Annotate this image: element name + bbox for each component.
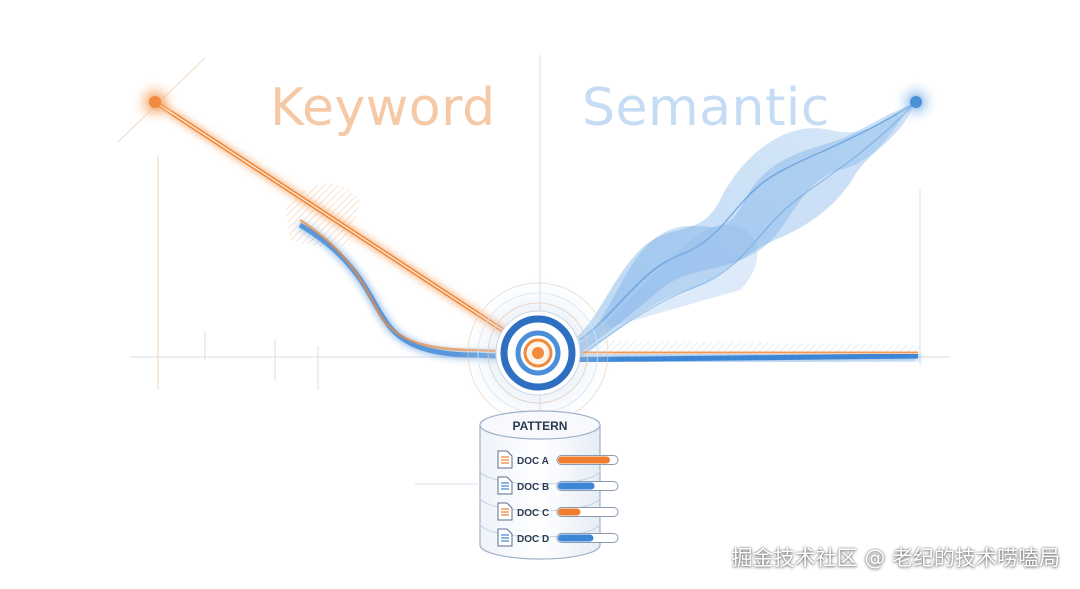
document-row: DOC A	[497, 450, 619, 469]
keyword-title: Keyword	[270, 78, 496, 138]
document-list: DOC A DOC B DOC C DOC D	[497, 450, 619, 547]
document-label: DOC A	[517, 456, 549, 467]
document-icon	[497, 476, 513, 495]
score-bar-fill	[558, 508, 581, 516]
document-label: DOC B	[517, 482, 549, 493]
document-icon	[497, 502, 513, 521]
keyword-endpoint	[149, 96, 161, 108]
watermark: 掘金技术社区 @ 老纪的技术唠嗑局	[731, 546, 1060, 570]
document-row: DOC D	[497, 528, 619, 547]
database-label: PATTERN	[513, 419, 568, 433]
semantic-endpoint	[910, 96, 922, 108]
document-icon	[497, 528, 513, 547]
document-label: DOC D	[517, 534, 549, 545]
semantic-title: Semantic	[582, 78, 830, 138]
keyword-orange-curve	[299, 218, 521, 354]
semantic-wave	[568, 102, 916, 358]
document-icon	[497, 450, 513, 469]
keyword-blue-curve	[298, 222, 521, 360]
document-row: DOC C	[497, 502, 619, 521]
score-bar-fill	[558, 534, 594, 542]
document-label: DOC C	[517, 508, 549, 519]
score-bar-fill	[558, 482, 595, 490]
fusion-hub	[458, 273, 618, 433]
score-bar-fill	[558, 456, 610, 464]
document-row: DOC B	[497, 476, 619, 495]
